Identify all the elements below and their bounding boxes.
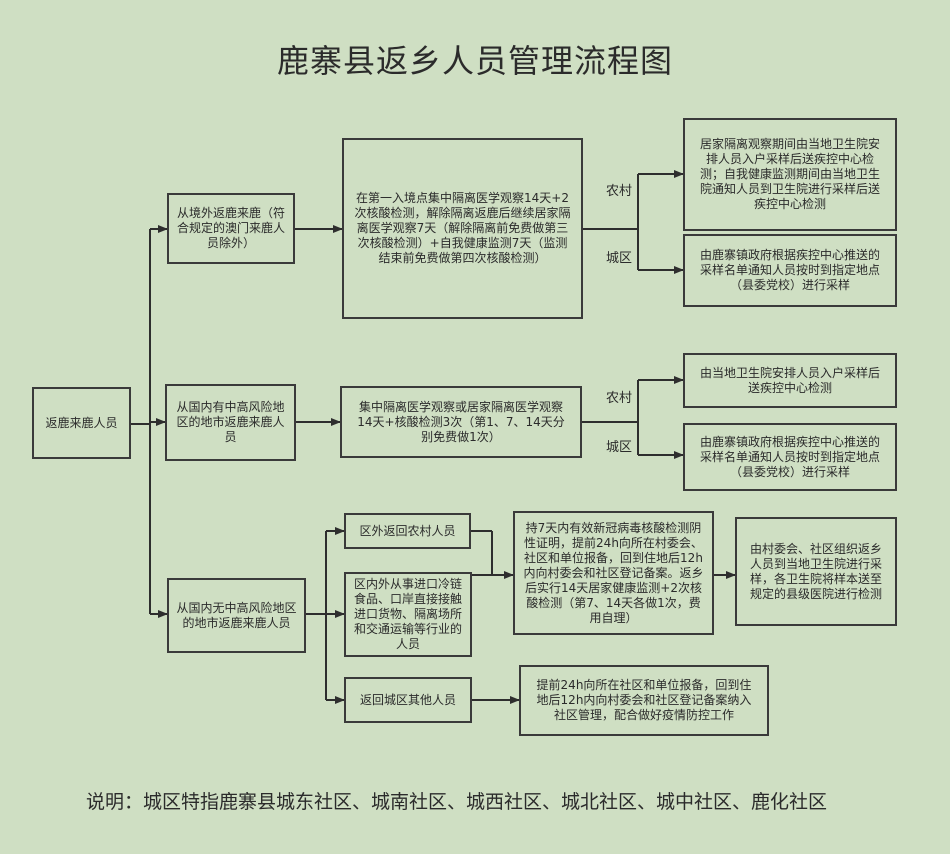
root-node: 返鹿来鹿人员: [32, 387, 131, 459]
branch2-process-text: 集中隔离医学观察或居家隔离医学观察14天+核酸检测3次（第1、7、14天分别免费…: [357, 399, 565, 444]
branch3-rural-label: 区外返回农村人员: [359, 523, 456, 538]
branch1-rural-result: 居家隔离观察期间由当地卫生院安排人员入户采样后送疾控中心检测；自我健康监测期间由…: [683, 118, 897, 231]
branch1-urban-result: 由鹿寨镇政府根据疾控中心推送的采样名单通知人员按时到指定地点（县委党校）进行采样: [683, 234, 897, 307]
branch2-urban-result-text: 由鹿寨镇政府根据疾控中心推送的采样名单通知人员按时到指定地点（县委党校）进行采样: [699, 434, 880, 479]
branch2-rural-result: 由当地卫生院安排人员入户采样后送疾控中心检测: [683, 353, 897, 408]
branch2-urban-result: 由鹿寨镇政府根据疾控中心推送的采样名单通知人员按时到指定地点（县委党校）进行采样: [683, 423, 897, 491]
branch2-node: 从国内有中高风险地区的地市返鹿来鹿人员: [165, 384, 296, 461]
branch1-urban-tag: 城区: [606, 251, 633, 266]
branch2-process: 集中隔离医学观察或居家隔离医学观察14天+核酸检测3次（第1、7、14天分别免费…: [340, 386, 582, 458]
branch1-rural-result-text: 居家隔离观察期间由当地卫生院安排人员入户采样后送疾控中心检测；自我健康监测期间由…: [699, 137, 880, 211]
branch3-process-b: 提前24h向所在社区和单位报备，回到住地后12h内向村委会和社区登记备案纳入社区…: [519, 665, 769, 736]
branch1-label: 从境外返鹿来鹿（符合规定的澳门来鹿人员除外）: [176, 206, 285, 250]
branch2-rural-tag: 农村: [606, 391, 633, 406]
page-title: 鹿寨县返乡人员管理流程图: [276, 42, 673, 80]
branch3-cold-chain-node: 区内外从事进口冷链食品、口岸直接接触进口货物、隔离场所和交通运输等行业的人员: [344, 572, 472, 657]
branch3-process-b-text: 提前24h向所在社区和单位报备，回到住地后12h内向村委会和社区登记备案纳入社区…: [536, 678, 752, 722]
branch3-urban-node: 返回城区其他人员: [344, 677, 472, 723]
branch1-urban-result-text: 由鹿寨镇政府根据疾控中心推送的采样名单通知人员按时到指定地点（县委党校）进行采样: [699, 248, 880, 292]
branch1-rural-tag: 农村: [606, 184, 633, 199]
branch3-urban-label: 返回城区其他人员: [359, 692, 456, 707]
footnote: 说明：城区特指鹿寨县城东社区、城南社区、城西社区、城北社区、城中社区、鹿化社区: [86, 791, 828, 813]
branch3-rural-node: 区外返回农村人员: [344, 513, 471, 549]
branch1-process: 在第一入境点集中隔离医学观察14天+2次核酸检测，解除隔离返鹿后继续居家隔离医学…: [342, 138, 583, 319]
branch1-node: 从境外返鹿来鹿（符合规定的澳门来鹿人员除外）: [167, 193, 295, 264]
branch1-process-text: 在第一入境点集中隔离医学观察14天+2次核酸检测，解除隔离返鹿后继续居家隔离医学…: [354, 191, 571, 265]
branch3-cold-chain-label: 区内外从事进口冷链食品、口岸直接接触进口货物、隔离场所和交通运输等行业的人员: [353, 577, 462, 651]
branch3-result-a: 由村委会、社区组织返乡人员到当地卫生院进行采样，各卫生院将样本送至规定的县级医院…: [735, 517, 897, 626]
branch3-process-a-text: 持7天内有效新冠病毒核酸检测阴性证明，提前24h向所在村委会、社区和单位报备，回…: [523, 520, 704, 625]
branch2-urban-tag: 城区: [606, 440, 633, 455]
branch3-result-a-text: 由村委会、社区组织返乡人员到当地卫生院进行采样，各卫生院将样本送至规定的县级医院…: [749, 541, 882, 601]
branch3-node: 从国内无中高风险地区的地市返鹿来鹿人员: [167, 578, 306, 653]
branch2-rural-result-text: 由当地卫生院安排人员入户采样后送疾控中心检测: [699, 365, 880, 395]
branch3-label: 从国内无中高风险地区的地市返鹿来鹿人员: [176, 600, 297, 630]
branch2-label: 从国内有中高风险地区的地市返鹿来鹿人员: [176, 400, 285, 444]
branch3-process-a: 持7天内有效新冠病毒核酸检测阴性证明，提前24h向所在村委会、社区和单位报备，回…: [513, 511, 714, 635]
root-label: 返鹿来鹿人员: [45, 415, 118, 430]
